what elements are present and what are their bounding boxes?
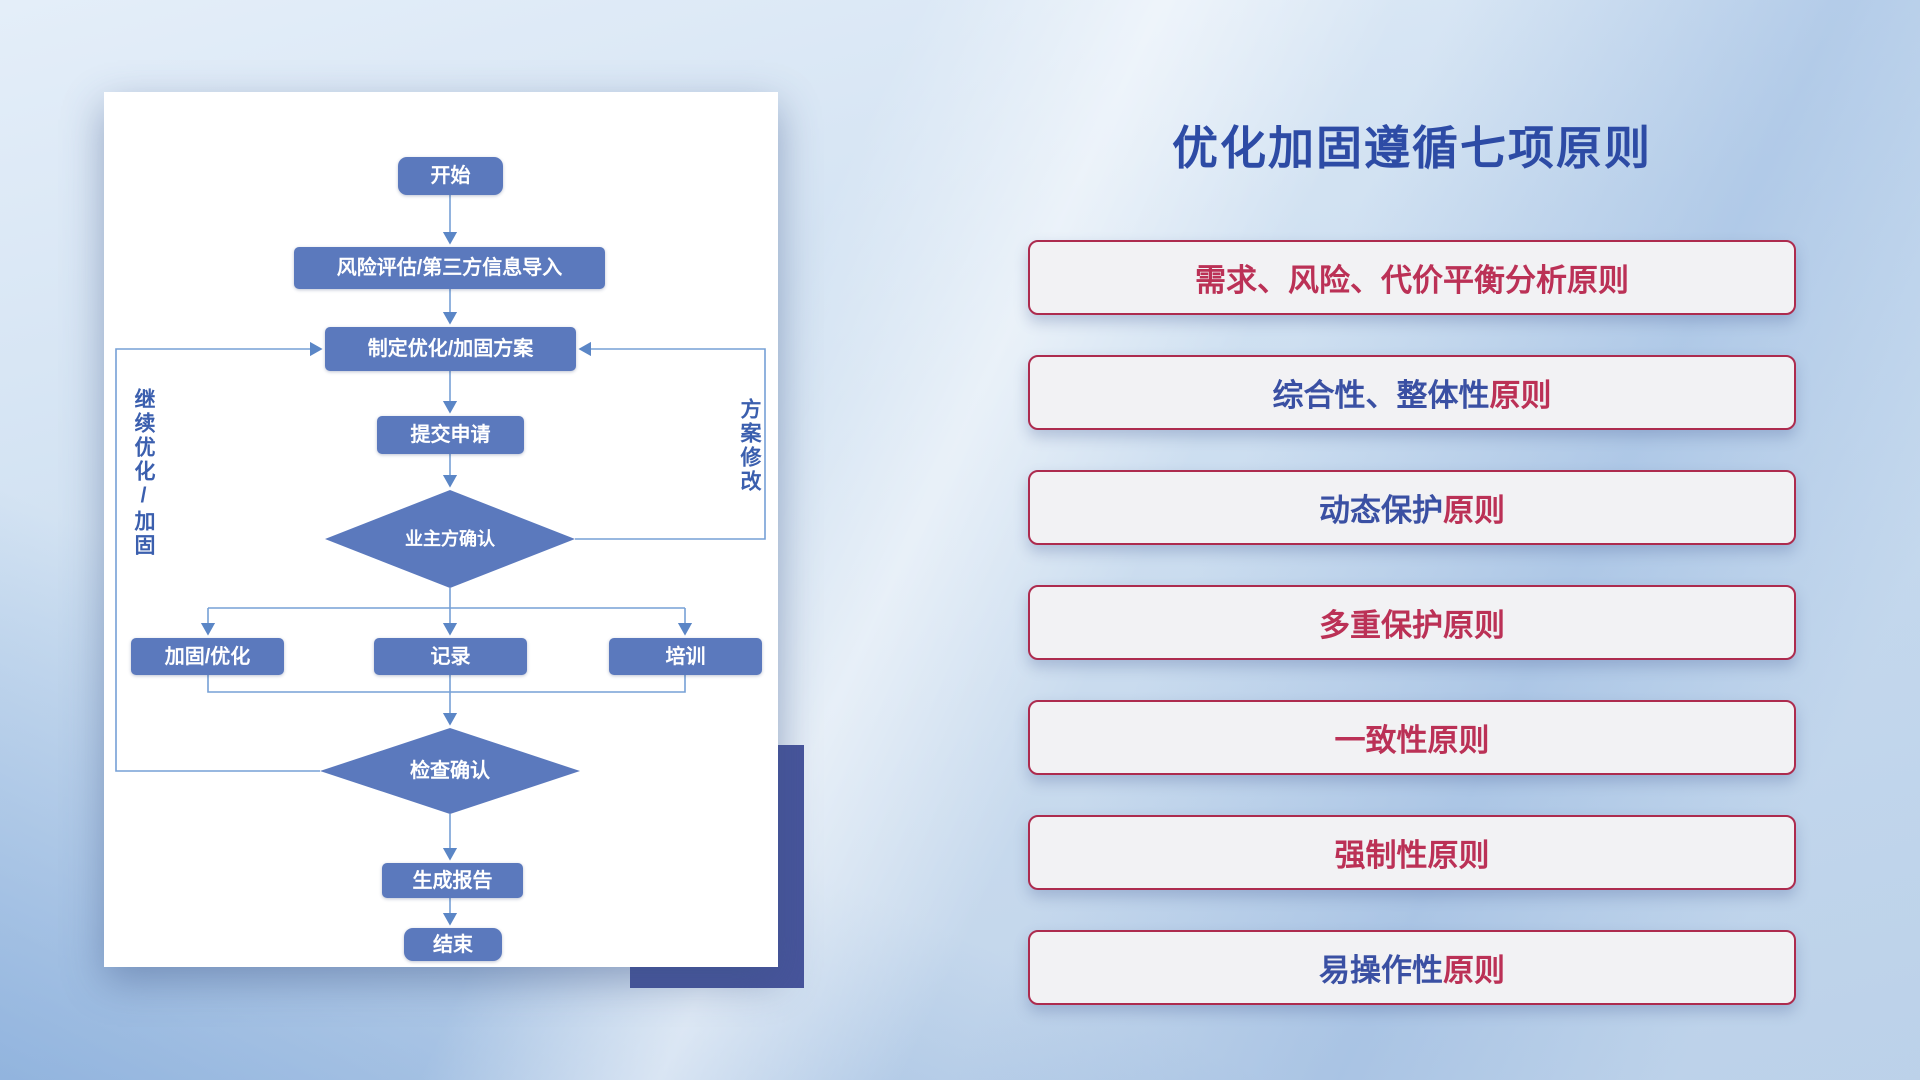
principles-list: 需求、风险、代价平衡分析原则 综合性、整体性原则 动态保护原则 多重保护原则 一… [1028,240,1796,1005]
flow-node-end: 结束 [404,928,502,961]
flowchart-card: 开始 风险评估/第三方信息导入 制定优化/加固方案 提交申请 业主方确认 加固/… [104,92,778,967]
principle-text-blue: 动态保护 [1319,493,1443,528]
flow-node-record: 记录 [374,638,527,675]
flow-node-start: 开始 [398,157,503,195]
principle-box-1: 需求、风险、代价平衡分析原则 [1028,240,1796,315]
principle-text-blue: 易操作性 [1319,953,1443,988]
flow-node-risk-import: 风险评估/第三方信息导入 [294,247,605,289]
flow-label-continue-optimize: 继续优化/加固 [132,388,155,558]
flow-node-training: 培训 [609,638,762,675]
flow-node-harden-optimize: 加固/优化 [131,638,284,675]
principle-text-red: 需求、风险、代价平衡分析原则 [1195,263,1629,298]
flow-node-make-plan: 制定优化/加固方案 [325,327,576,371]
principle-box-7: 易操作性原则 [1028,930,1796,1005]
principle-text-blue: 综合性、整体性 [1272,378,1490,413]
flow-label-plan-revise: 方案修改 [738,398,761,494]
flow-node-report: 生成报告 [382,863,523,898]
principle-text-red: 原则 [1443,953,1505,988]
principle-box-2: 综合性、整体性原则 [1028,355,1796,430]
page-title: 优化加固遵循七项原则 [1172,122,1652,174]
principle-box-4: 多重保护原则 [1028,585,1796,660]
principle-text-red: 多重保护原则 [1319,608,1505,643]
principle-box-6: 强制性原则 [1028,815,1796,890]
principle-text-red: 原则 [1489,378,1552,413]
flowchart-connectors [115,195,766,926]
principle-text-red: 原则 [1443,493,1505,528]
flow-node-submit: 提交申请 [377,416,524,454]
principle-box-3: 动态保护原则 [1028,470,1796,545]
principle-box-5: 一致性原则 [1028,700,1796,775]
principle-text-red: 强制性原则 [1334,838,1490,873]
principle-text-red: 一致性原则 [1334,723,1490,758]
